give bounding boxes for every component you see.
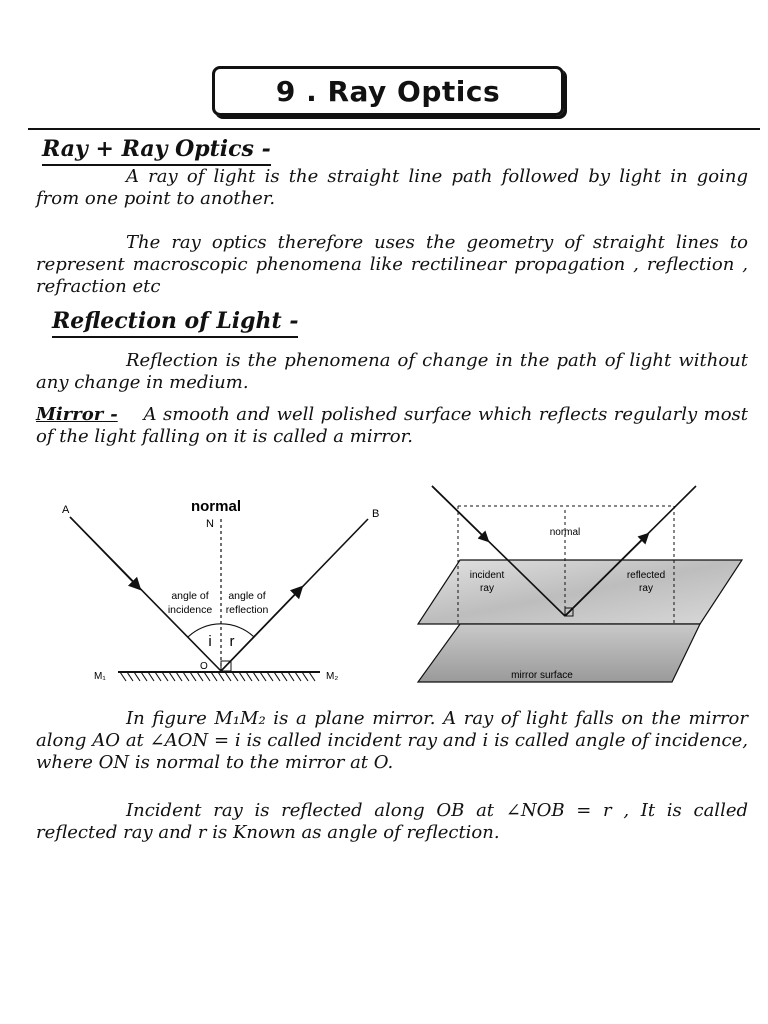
reflected-label-2: ray — [639, 583, 653, 594]
label-n: N — [206, 518, 214, 530]
normal-label: normal — [550, 527, 581, 538]
incident-label-1: incident — [470, 570, 505, 581]
heading-ray-optics: Ray + Ray Optics - — [42, 136, 271, 166]
label-m1: M₁ — [94, 671, 106, 682]
normal-title: normal — [191, 498, 241, 515]
mirror-front-plane — [416, 623, 701, 683]
label-b: B — [372, 508, 379, 520]
reflection-label-2: reflection — [226, 604, 269, 616]
mirror-surface-label: mirror surface — [511, 670, 573, 681]
right-angle-3d — [564, 607, 574, 617]
para-ray-definition: A ray of light is the straight line path… — [36, 166, 748, 209]
para-ray-optics: The ray optics therefore uses the geomet… — [36, 232, 748, 297]
incident-label-2: ray — [480, 583, 494, 594]
para-mirror: Mirror - A smooth and well polished surf… — [36, 404, 748, 448]
mirror-surface-diagram: normal incident ray reflected ray mirror… — [416, 485, 744, 683]
mirror-definition: A smooth and well polished surface which… — [36, 404, 748, 447]
label-m2: M₂ — [326, 671, 338, 682]
heading-reflection: Reflection of Light - — [52, 308, 299, 338]
mirror-back-plane — [416, 559, 744, 625]
incidence-label-1: angle of — [171, 590, 208, 602]
header-rule — [28, 128, 760, 130]
incident-arrow — [69, 516, 142, 591]
angle-arc — [187, 623, 255, 638]
mirror-hatching — [119, 671, 316, 682]
title-box: 9 . Ray Optics — [212, 66, 564, 116]
reflected-arrow-3d — [564, 532, 650, 617]
page-title: 9 . Ray Optics — [275, 74, 501, 108]
para-reflected-ray: Incident ray is reflected along OB at ∠N… — [36, 800, 748, 843]
para-figure-explanation: In figure M₁M₂ is a plane mirror. A ray … — [36, 708, 748, 773]
mirror-label: Mirror - — [36, 404, 118, 425]
label-o: O — [200, 661, 208, 672]
para-reflection: Reflection is the phenomena of change in… — [36, 350, 748, 393]
reflected-label-1: reflected — [627, 570, 665, 581]
label-r: r — [230, 633, 235, 650]
reflection-label-1: angle of — [228, 590, 265, 602]
reflected-arrow — [220, 585, 304, 672]
incident-arrow-3d — [431, 485, 490, 543]
reflection-diagram: normal N A B angle of incidence angle of… — [62, 498, 379, 682]
incidence-label-2: incidence — [168, 604, 213, 616]
label-a: A — [62, 504, 70, 516]
label-i: i — [208, 633, 211, 650]
